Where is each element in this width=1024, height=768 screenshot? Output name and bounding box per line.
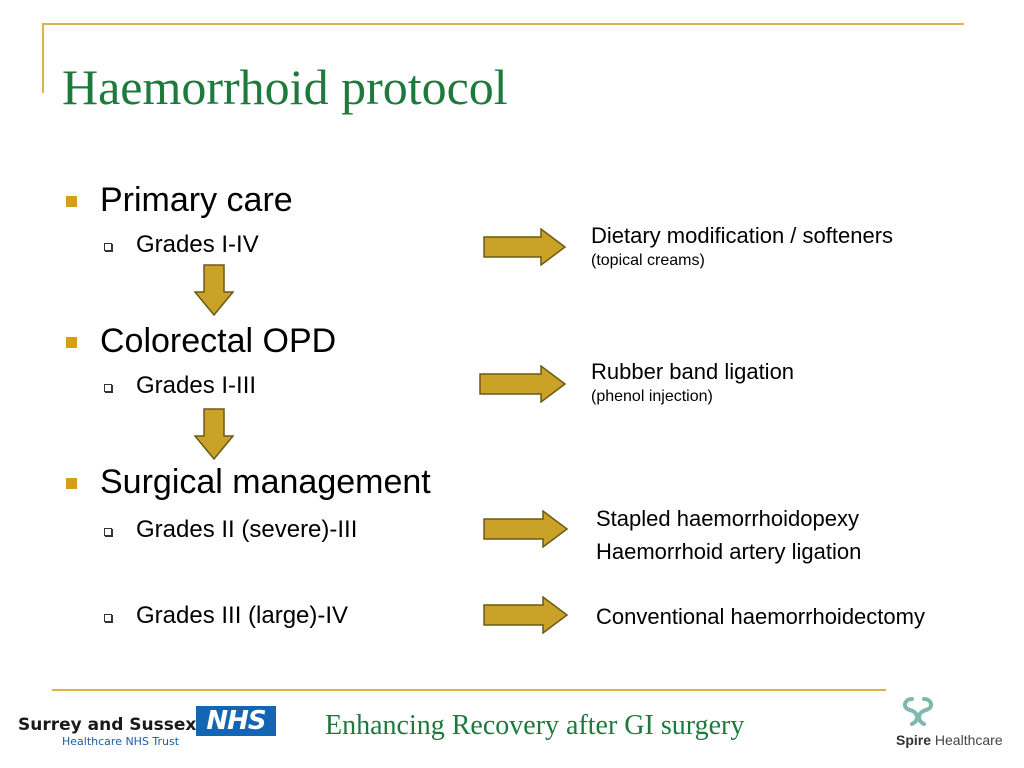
- grade-label: Grades II (severe)-III: [136, 516, 358, 543]
- hollow-square-bullet-icon: [104, 614, 112, 622]
- outcome-sub: (phenol injection): [591, 388, 713, 406]
- square-bullet-icon: [66, 196, 77, 207]
- square-bullet-icon: [66, 478, 77, 489]
- outcome-main: Stapled haemorrhoidopexy: [596, 506, 859, 531]
- right-arrow-icon: [479, 365, 567, 403]
- footer-caption: Enhancing Recovery after GI surgery: [325, 710, 745, 741]
- down-arrow-icon: [194, 408, 234, 460]
- frame-left-rule: [42, 23, 44, 93]
- surrey-sussex-logo: Surrey and Sussex Healthcare NHS Trust: [18, 715, 197, 748]
- nhs-logo: NHS: [196, 706, 276, 736]
- outcome-main: Rubber band ligation: [591, 359, 795, 384]
- stage-label: Primary care: [100, 181, 293, 219]
- outcome-main: Dietary modification / softeners: [591, 223, 894, 248]
- outcome-rubber-band: Rubber band ligation (phenol injection): [591, 359, 794, 407]
- footer-rule: [52, 689, 886, 691]
- stage-label: Surgical management: [100, 463, 431, 501]
- grade-label: Grades I-IV: [136, 231, 259, 258]
- trust-name: Surrey and Sussex: [18, 715, 197, 735]
- trust-subtitle: Healthcare NHS Trust: [62, 735, 180, 748]
- right-arrow-icon: [483, 510, 569, 548]
- spire-wordmark: Spire Healthcare: [896, 732, 1003, 748]
- down-arrow-icon: [194, 264, 234, 316]
- right-arrow-icon: [483, 596, 569, 634]
- spire-mark-icon: [903, 697, 933, 726]
- grade-label: Grades III (large)-IV: [136, 602, 349, 629]
- slide-title: Haemorrhoid protocol: [62, 59, 508, 115]
- frame-top-rule: [42, 23, 964, 25]
- hollow-square-bullet-icon: [104, 384, 112, 392]
- outcome-surgical-1: Stapled haemorrhoidopexy Haemorrhoid art…: [596, 502, 861, 568]
- grade-label: Grades I-III: [136, 372, 257, 399]
- right-arrow-icon: [483, 228, 567, 266]
- spire-brand: Spire: [896, 732, 932, 748]
- outcome-main: Conventional haemorrhoidectomy: [596, 604, 925, 629]
- outcome-sub: (topical creams): [591, 252, 705, 270]
- spire-healthcare-logo: Spire Healthcare: [896, 696, 1006, 752]
- outcome-dietary: Dietary modification / softeners (topica…: [591, 223, 893, 271]
- outcome-main-2: Haemorrhoid artery ligation: [596, 539, 862, 564]
- outcome-surgical-2: Conventional haemorrhoidectomy: [596, 604, 925, 630]
- hollow-square-bullet-icon: [104, 243, 112, 251]
- hollow-square-bullet-icon: [104, 528, 112, 536]
- square-bullet-icon: [66, 337, 77, 348]
- spire-word: Healthcare: [934, 732, 1003, 748]
- stage-label: Colorectal OPD: [100, 322, 337, 360]
